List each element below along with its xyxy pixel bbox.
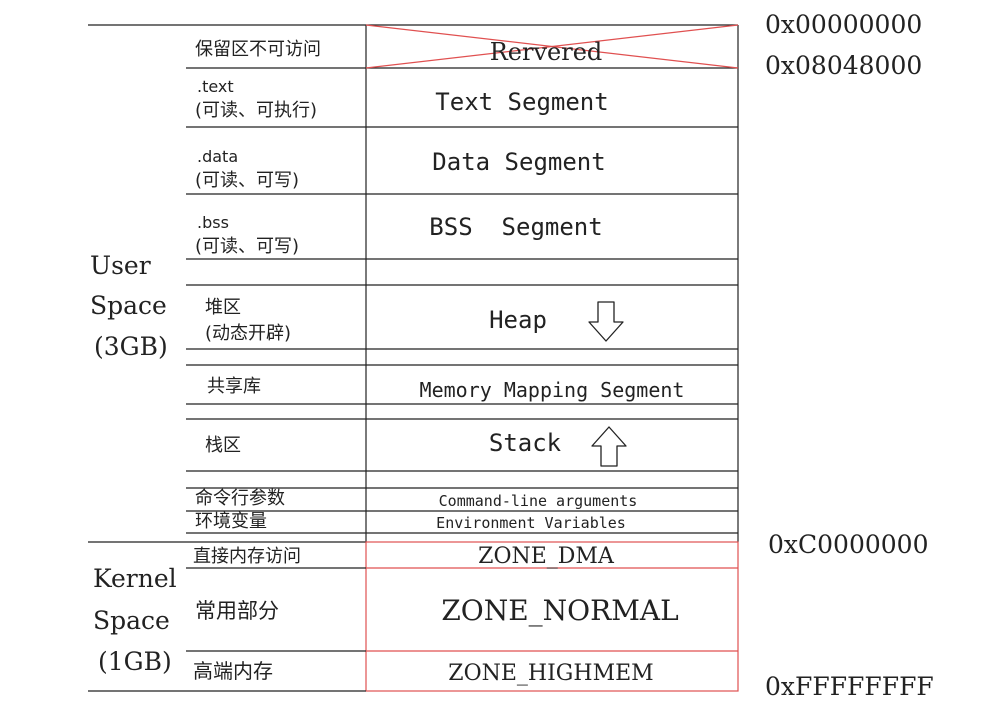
arrow-up-icon (591, 426, 627, 467)
kernel-space-line2: Space (93, 606, 170, 635)
kernel-space-line3: (1GB) (98, 647, 172, 676)
label-text-name: .text (197, 77, 234, 96)
segment-stack: Stack (489, 429, 562, 457)
kernel-space-label: Kernel Space (1GB) (93, 564, 177, 676)
label-highmem: 高端内存 (193, 659, 273, 683)
segment-env: Environment Variables (436, 514, 626, 532)
kernel-space-line1: Kernel (93, 564, 177, 593)
segment-text: Text Segment (435, 88, 608, 116)
segment-dma: ZONE_DMA (478, 544, 615, 569)
label-dma: 直接内存访问 (193, 546, 301, 567)
label-bss-name: .bss (197, 213, 229, 232)
label-data-name: .data (197, 147, 238, 166)
user-space-line2: Space (90, 291, 167, 320)
label-bss-perm: (可读、可写) (195, 236, 299, 257)
user-space-grid (88, 24, 739, 543)
segment-mmap: Memory Mapping Segment (420, 378, 685, 402)
kernel-space-grid (88, 541, 739, 692)
segment-bss: BSS Segment (429, 213, 602, 241)
arrow-down-icon (588, 301, 624, 342)
label-cmdline: 命令行参数 (195, 488, 285, 509)
segment-data: Data Segment (432, 148, 605, 176)
address-text-start: 0x08048000 (765, 51, 922, 80)
address-start: 0x00000000 (765, 10, 922, 39)
segment-reserved: Rervered (490, 38, 603, 66)
label-normal: 常用部分 (195, 599, 279, 623)
user-space-line1: User (90, 251, 151, 280)
user-space-line3: (3GB) (94, 332, 168, 361)
label-stack: 栈区 (205, 435, 241, 456)
label-data-perm: (可读、可写) (195, 170, 299, 191)
address-kernel-start: 0xC0000000 (768, 530, 928, 559)
label-heap-name: 堆区 (205, 297, 241, 318)
segment-highmem: ZONE_HIGHMEM (448, 661, 653, 686)
segment-normal: ZONE_NORMAL (441, 594, 678, 627)
label-mmap: 共享库 (207, 376, 261, 397)
label-text-perm: (可读、可执行) (195, 100, 317, 121)
segment-heap: Heap (489, 306, 547, 334)
label-reserved: 保留区不可访问 (195, 39, 321, 60)
label-env: 环境变量 (195, 511, 267, 532)
user-space-label: User Space (3GB) (90, 251, 168, 361)
label-heap-desc: (动态开辟) (205, 323, 291, 344)
reserved-cross (365, 24, 739, 69)
address-end: 0xFFFFFFFF (765, 672, 934, 701)
segment-cmdline: Command-line arguments (439, 492, 638, 510)
